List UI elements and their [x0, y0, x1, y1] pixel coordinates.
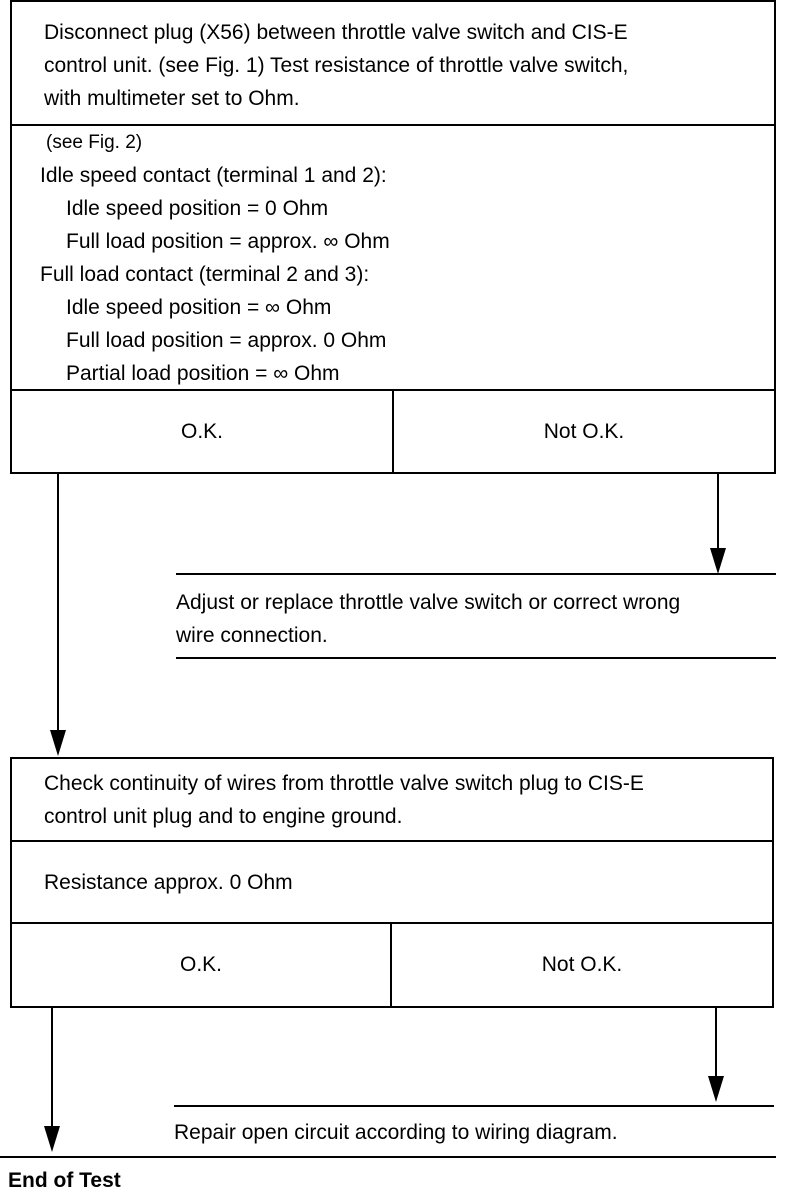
remedy2-text: Repair open circuit according to wiring …	[174, 1121, 618, 1144]
remedy2-top-rule	[174, 1105, 774, 1107]
step2-instruction-line-2: control unit plug and to engine ground.	[44, 805, 403, 828]
step1-not-ok-connector	[717, 474, 719, 550]
step1-ok-arrowhead	[50, 730, 66, 756]
step1-spec-line-3: Idle speed position = 0 Ohm	[66, 197, 329, 220]
step2-spec: Resistance approx. 0 Ohm	[44, 871, 293, 894]
step1-instruction-line-2: control unit. (see Fig. 1) Test resistan…	[44, 54, 629, 77]
step1-spec-line-8: Partial load position = ∞ Ohm	[66, 362, 340, 385]
step1-not-ok-arrowhead	[710, 548, 726, 574]
step1-ok-label: O.K.	[180, 419, 223, 443]
end-rule	[0, 1156, 776, 1158]
step2-not-ok-arrowhead	[708, 1076, 724, 1102]
end-of-test-label: End of Test	[8, 1169, 121, 1192]
remedy1-line-1: Adjust or replace throttle valve switch …	[176, 591, 681, 614]
step2-ok-arrowhead	[44, 1126, 60, 1152]
step2-not-ok-connector	[715, 1008, 717, 1078]
step2-not-ok-label: Not O.K.	[541, 953, 623, 976]
step1-instruction-line-1: Disconnect plug (X56) between throttle v…	[44, 21, 628, 44]
step1-divider	[10, 124, 776, 126]
step1-result-split	[392, 389, 394, 474]
step2-ok-label: O.K.	[179, 953, 222, 976]
step1-not-ok-label: Not O.K.	[543, 419, 625, 443]
remedy1-top-rule	[176, 573, 776, 575]
step2-instruction-line-1: Check continuity of wires from throttle …	[44, 772, 644, 795]
step1-spec-line-4: Full load position = approx. ∞ Ohm	[66, 230, 390, 253]
step2-box	[10, 757, 774, 1008]
remedy1-line-2: wire connection.	[176, 624, 328, 647]
step2-result-divider	[10, 922, 774, 924]
step1-instruction-line-3: with multimeter set to Ohm.	[44, 87, 300, 110]
step1-spec-line-7: Full load position = approx. 0 Ohm	[66, 329, 387, 352]
remedy1-bottom-rule	[176, 657, 776, 659]
step1-spec-line-1: (see Fig. 2)	[46, 132, 143, 153]
step1-spec-line-6: Idle speed position = ∞ Ohm	[66, 296, 332, 319]
step2-ok-connector	[51, 1008, 53, 1128]
step1-ok-connector	[57, 474, 59, 730]
step2-result-split	[390, 922, 392, 1008]
step1-spec-line-5: Full load contact (terminal 2 and 3):	[40, 263, 370, 286]
step1-spec-line-2: Idle speed contact (terminal 1 and 2):	[40, 164, 387, 187]
step2-divider	[10, 840, 774, 842]
